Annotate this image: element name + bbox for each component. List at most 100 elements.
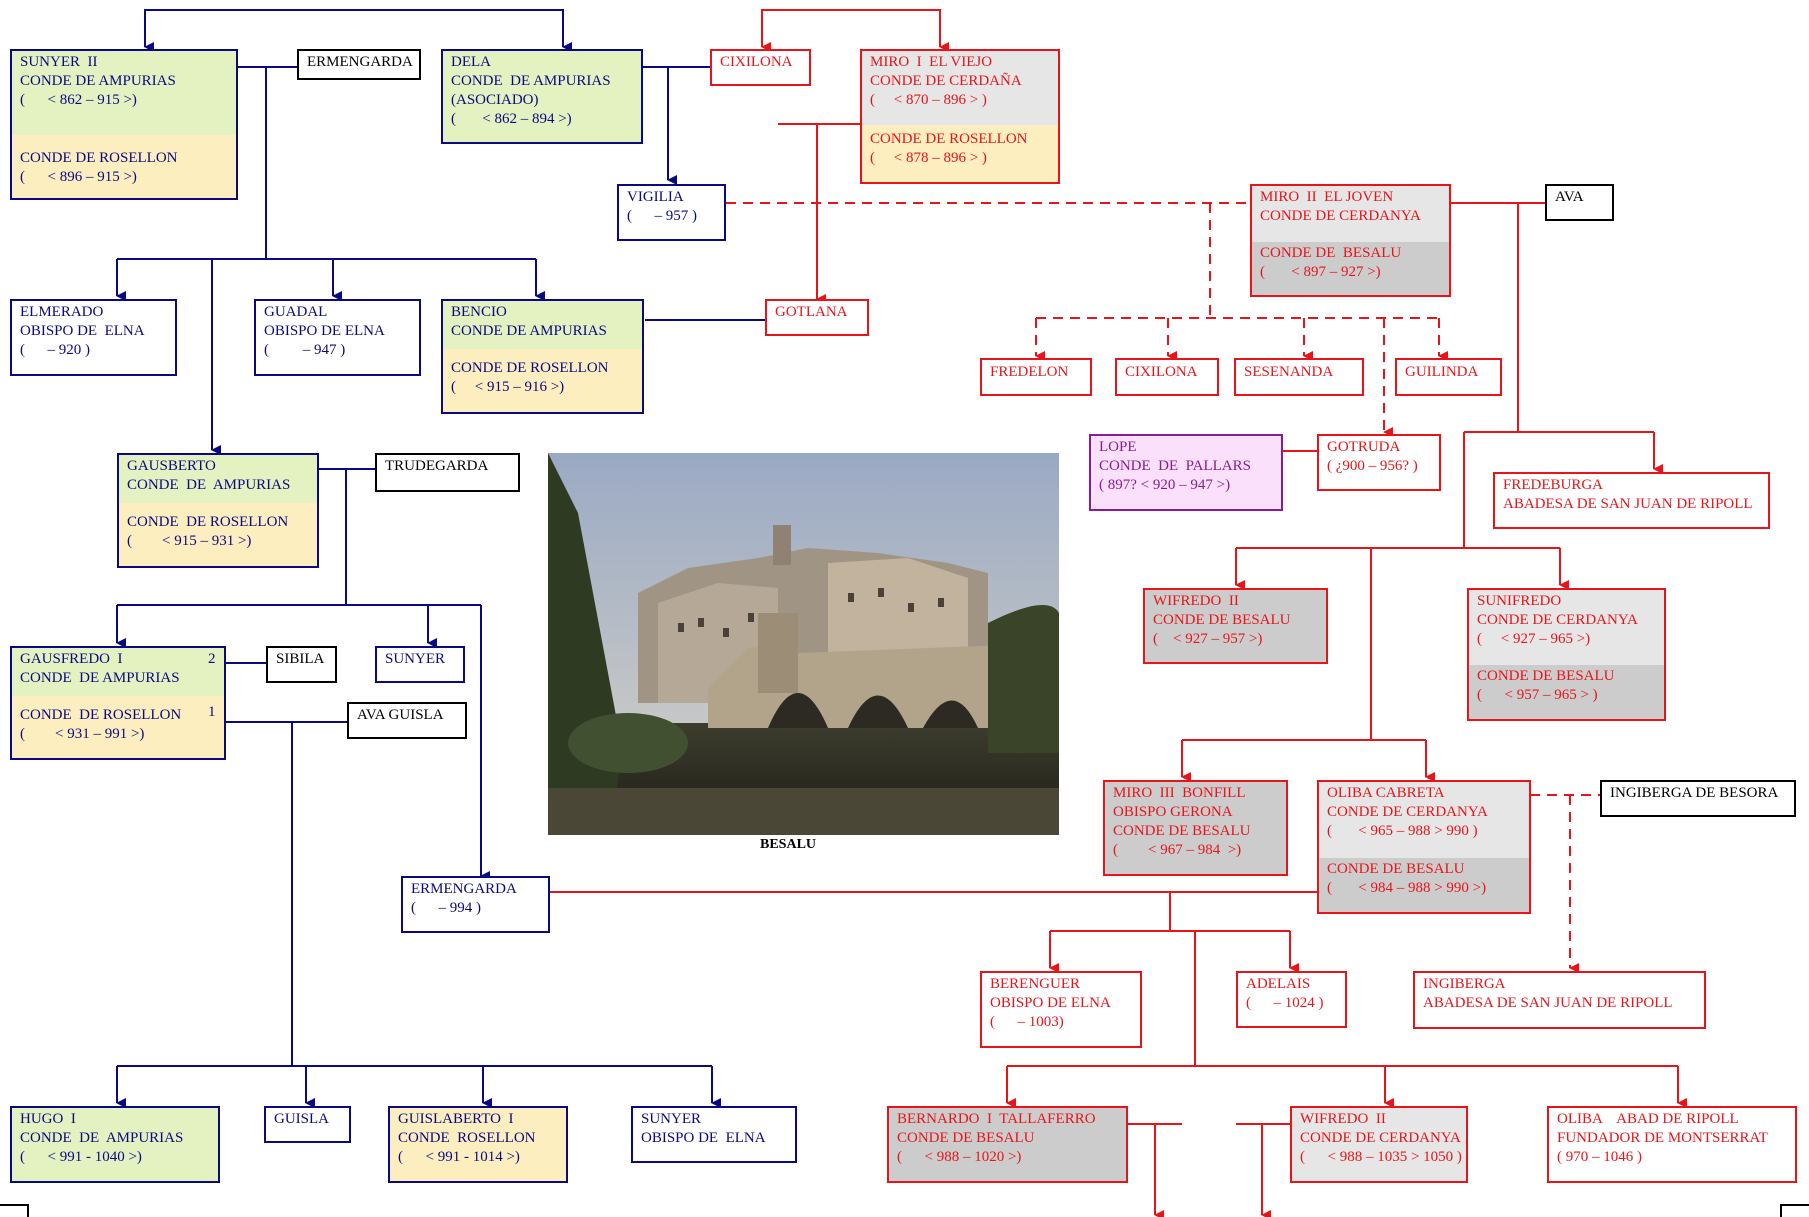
node-name: WIFREDO II <box>1153 593 1239 609</box>
node-name: DELA <box>451 54 491 70</box>
node-name: ADELAIS <box>1246 976 1311 992</box>
node-cixilona-top: CIXILONA <box>710 49 811 86</box>
node-name: AVA GUISLA <box>357 707 444 723</box>
node-dates: ( – 1003) <box>990 1014 1064 1030</box>
node-title: CONDE DE ROSELLON <box>127 514 289 530</box>
node-title: CONDE DE AMPURIAS <box>20 670 180 686</box>
node-name: MIRO III BONFILL <box>1113 785 1246 801</box>
node-name: INGIBERGA DE BESORA <box>1610 785 1779 801</box>
node-title: FUNDADOR DE MONTSERRAT <box>1557 1130 1768 1146</box>
node-title: CONDE DE AMPURIAS <box>451 323 607 339</box>
node-guadal: GUADAL OBISPO DE ELNA ( – 947 ) <box>254 299 421 376</box>
node-name: MIRO I EL VIEJO <box>870 54 993 70</box>
node-dates: ( < 988 – 1020 >) <box>897 1149 1022 1165</box>
node-bencio: BENCIO CONDE DE AMPURIAS CONDE DE ROSELL… <box>441 299 644 414</box>
node-title: CONDE DE AMPURIAS <box>127 477 291 493</box>
node-title: CONDE DE ROSELLON <box>451 360 609 376</box>
node-name: GUILINDA <box>1405 364 1479 380</box>
node-name: CIXILONA <box>1125 364 1198 380</box>
node-dela: DELA CONDE DE AMPURIAS (ASOCIADO) ( < 86… <box>441 49 643 144</box>
node-dates: ( < 967 – 984 >) <box>1113 842 1242 858</box>
node-wifredo-ii-cerdanya: WIFREDO II CONDE DE CERDANYA ( < 988 – 1… <box>1290 1106 1468 1183</box>
node-dates: ( < 931 – 991 >) <box>20 726 145 742</box>
node-sunyer-mid: SUNYER <box>375 646 465 683</box>
node-name: OLIBA ABAD DE RIPOLL <box>1557 1111 1739 1127</box>
node-name: SUNIFREDO <box>1477 593 1562 609</box>
node-sunifredo: SUNIFREDO CONDE DE CERDANYA ( < 927 – 96… <box>1467 588 1666 721</box>
node-dates: ( – 920 ) <box>20 342 90 358</box>
node-name: MIRO II EL JOVEN <box>1260 189 1394 205</box>
node-ava-guisla: AVA GUISLA <box>347 702 467 739</box>
node-miro-iii: MIRO III BONFILL OBISPO GERONA CONDE DE … <box>1103 780 1288 876</box>
node-guilinda: GUILINDA <box>1395 358 1502 396</box>
node-ingiberga-de-besora: INGIBERGA DE BESORA <box>1600 780 1796 817</box>
node-name: LOPE <box>1099 439 1137 455</box>
node-title: OBISPO GERONA <box>1113 804 1233 820</box>
node-dates: ( < 927 – 965 >) <box>1477 631 1591 647</box>
node-name: ERMENGARDA <box>307 54 413 70</box>
node-name: GUISLA <box>274 1111 329 1127</box>
node-title: CONDE DE BESALU <box>897 1130 1035 1146</box>
node-title: CONDE DE CERDANYA <box>1300 1130 1461 1146</box>
node-vigilia: VIGILIA ( – 957 ) <box>617 184 726 241</box>
node-miro-i: MIRO I EL VIEJO CONDE DE CERDAÑA ( < 870… <box>860 49 1060 184</box>
node-title: OBISPO DE ELNA <box>641 1130 766 1146</box>
node-gausberto: GAUSBERTO CONDE DE AMPURIAS CONDE DE ROS… <box>117 453 319 568</box>
node-title: CONDE DE BESALU <box>1153 612 1291 628</box>
node-name: SUNYER <box>641 1111 702 1127</box>
node-name: BENCIO <box>451 304 507 320</box>
node-fredeburga: FREDEBURGA ABADESA DE SAN JUAN DE RIPOLL <box>1493 472 1770 529</box>
node-gotruda: GOTRUDA ( ¿900 – 956? ) <box>1317 434 1441 491</box>
node-name: OLIBA CABRETA <box>1327 785 1445 801</box>
node-name: BERNARDO I TALLAFERRO <box>897 1111 1096 1127</box>
node-dates: ( < 896 – 915 >) <box>20 169 137 185</box>
node-sunyer-ii-name: SUNYER II <box>20 54 98 70</box>
node-name: SIBILA <box>276 651 325 667</box>
node-title: CONDE DE CERDANYA <box>1477 612 1638 628</box>
node-ava-top: AVA <box>1545 184 1614 221</box>
node-name: GOTRUDA <box>1327 439 1401 455</box>
node-name: GOTLANA <box>775 304 848 320</box>
node-cixilona-2: CIXILONA <box>1115 358 1219 396</box>
node-dates: ( < 991 - 1014 >) <box>398 1149 520 1165</box>
node-dates: ( < 897 – 927 >) <box>1260 264 1381 280</box>
node-dates: ( < 878 – 896 > ) <box>870 150 987 166</box>
node-dates: ( < 862 – 915 >) <box>20 92 137 108</box>
node-fredelon: FREDELON <box>980 358 1092 396</box>
node-name: SESENANDA <box>1244 364 1334 380</box>
node-guislaberto-i: GUISLABERTO I CONDE ROSELLON ( < 991 - 1… <box>388 1106 568 1183</box>
node-title: CONDE DE PALLARS <box>1099 458 1251 474</box>
node-oliba-abad: OLIBA ABAD DE RIPOLL FUNDADOR DE MONTSER… <box>1547 1106 1797 1183</box>
marriage-number-1: 1 <box>208 704 216 720</box>
node-dates: ( < 927 – 957 >) <box>1153 631 1263 647</box>
node-sibila: SIBILA <box>266 646 337 683</box>
node-name: CIXILONA <box>720 54 793 70</box>
node-miro-ii: MIRO II EL JOVEN CONDE DE CERDANYA CONDE… <box>1250 184 1451 297</box>
node-title: CONDE DE BESALU <box>1113 823 1251 839</box>
node-dates: ( 897? < 920 – 947 >) <box>1099 477 1231 493</box>
node-sunyer-elna: SUNYER OBISPO DE ELNA <box>631 1106 797 1163</box>
node-name: TRUDEGARDA <box>385 458 489 474</box>
node-dates: ( < 915 – 916 >) <box>451 379 565 395</box>
node-berenguer: BERENGUER OBISPO DE ELNA ( – 1003) <box>980 971 1142 1048</box>
node-title: (ASOCIADO) <box>451 92 539 108</box>
node-title: CONDE DE CERDAÑA <box>870 73 1022 89</box>
node-dates: ( < 957 – 965 > ) <box>1477 687 1598 703</box>
node-title: CONDE DE CERDANYA <box>1260 208 1421 224</box>
node-title: CONDE DE ROSELLON <box>20 150 178 166</box>
node-title: OBISPO DE ELNA <box>264 323 385 339</box>
node-sesenanda: SESENANDA <box>1234 358 1364 396</box>
node-name: WIFREDO II <box>1300 1111 1386 1127</box>
node-dates: ( < 862 – 894 >) <box>451 111 572 127</box>
node-name: AVA <box>1555 189 1584 205</box>
node-dates: ( – 947 ) <box>264 342 346 358</box>
node-dates: ( – 957 ) <box>627 208 697 224</box>
node-ermengarda-mid: ERMENGARDA ( – 994 ) <box>401 876 550 933</box>
node-name: INGIBERGA <box>1423 976 1506 992</box>
besalu-photo <box>548 453 1059 835</box>
node-dates: ( ¿900 – 956? ) <box>1327 458 1418 474</box>
node-title: ABADESA DE SAN JUAN DE RIPOLL <box>1423 995 1673 1011</box>
node-name: FREDELON <box>990 364 1069 380</box>
node-dates: ( < 991 - 1040 >) <box>20 1149 142 1165</box>
